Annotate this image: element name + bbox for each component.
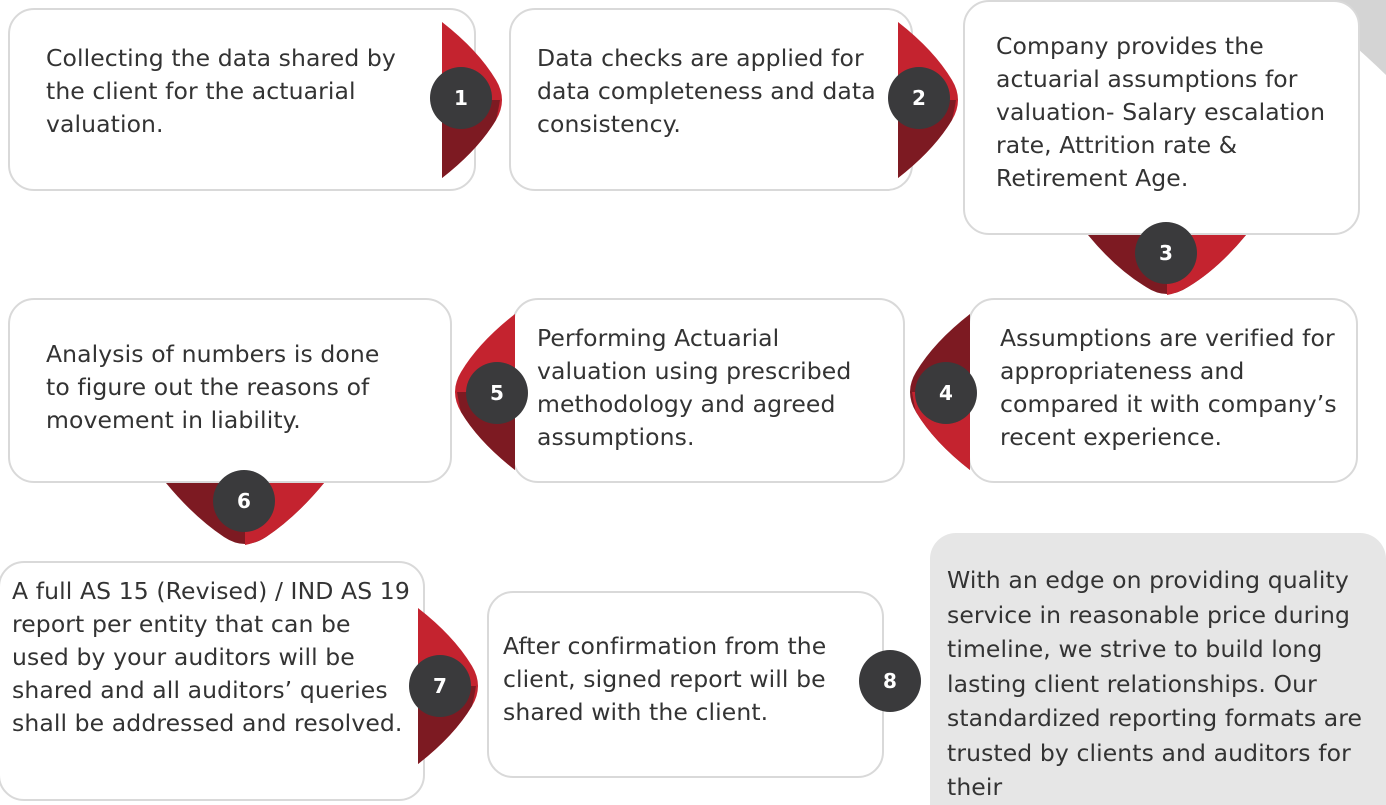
step-3-box <box>963 0 1360 235</box>
step-8-text: After confirmation from the client, sign… <box>503 632 827 726</box>
step-3-badge: 3 <box>1135 222 1197 284</box>
step-7-text: A full AS 15 (Revised) / IND AS 19 repor… <box>12 577 410 737</box>
step-7-box <box>0 561 425 801</box>
step-1-text: Collecting the data shared by the client… <box>46 44 396 138</box>
step-4-text: Assumptions are verified for appropriate… <box>1000 324 1337 451</box>
step-5-badge: 5 <box>466 362 528 424</box>
step-7-badge: 7 <box>409 655 471 717</box>
step-8-box <box>487 591 884 778</box>
step-2-text: Data checks are applied for data complet… <box>537 44 876 138</box>
step-1-badge: 1 <box>430 67 492 129</box>
corner-decoration <box>1300 0 1386 75</box>
step-3-text: Company provides the actuarial assumptio… <box>996 32 1326 192</box>
summary-note <box>930 533 1386 805</box>
step-5-text: Performing Actuarial valuation using pre… <box>537 324 852 451</box>
step-4-badge: 4 <box>915 362 977 424</box>
step-1-box <box>8 8 476 191</box>
step-6-badge: 6 <box>213 470 275 532</box>
summary-note-text: With an edge on providing quality servic… <box>947 566 1363 801</box>
step-6-box <box>8 298 452 483</box>
step-2-box <box>509 8 913 191</box>
step-6-text: Analysis of numbers is done to figure ou… <box>46 340 380 434</box>
step-2-badge: 2 <box>888 67 950 129</box>
step-8-badge: 8 <box>859 650 921 712</box>
